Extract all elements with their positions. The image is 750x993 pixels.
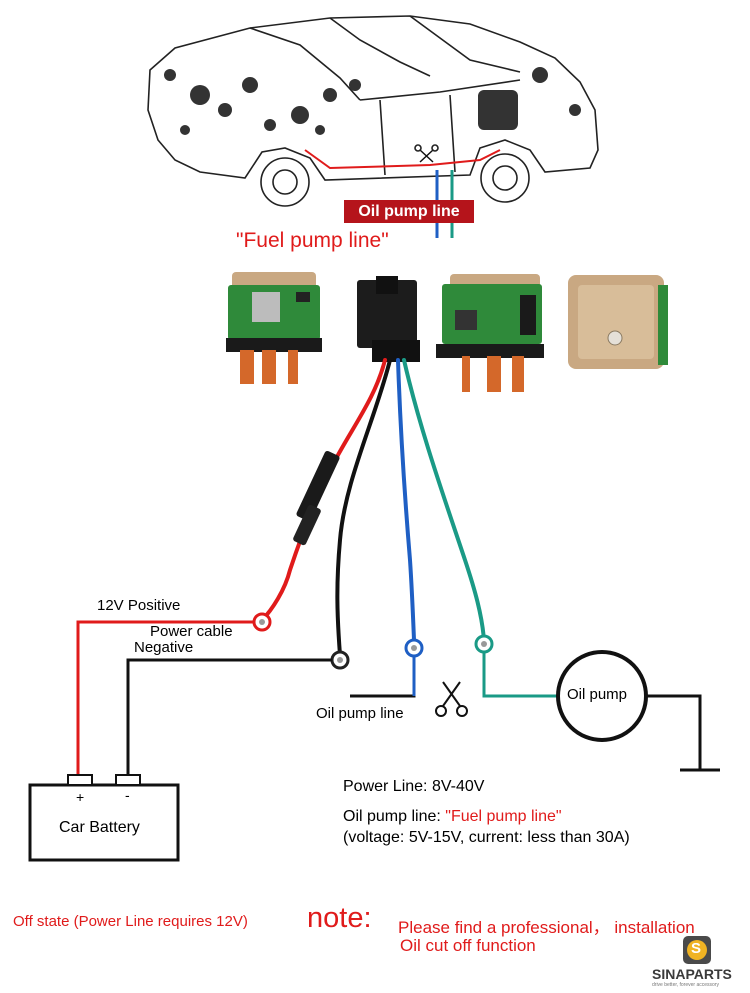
schematic-lines xyxy=(76,620,720,775)
oil-pump-line-label: Oil pump line xyxy=(316,705,404,722)
oil-line-spec: Oil pump line: "Fuel pump line" xyxy=(343,808,562,826)
off-state-note: Off state (Power Line requires 12V) xyxy=(13,913,248,930)
battery-plus-label: + xyxy=(76,789,85,805)
car-battery xyxy=(28,774,180,862)
brand-logo-icon xyxy=(683,936,711,964)
relay-module-pcb-left xyxy=(226,272,322,384)
voltage-current-spec: (voltage: 5V-15V, current: less than 30A… xyxy=(343,829,630,846)
oil-pump-line-banner: Oil pump line xyxy=(344,200,474,223)
note-line-1: Please find a professional， installation xyxy=(398,918,695,937)
relay-module-black-housing xyxy=(357,276,420,362)
power-cable-label: Power cable xyxy=(150,623,233,640)
relay-module-pcb-right xyxy=(436,274,544,392)
note-heading: note: xyxy=(307,902,372,934)
note-line-2: Oil cut off function xyxy=(400,936,536,955)
inline-fuse xyxy=(293,450,340,546)
oil-line-spec-highlight: "Fuel pump line" xyxy=(445,808,562,825)
oil-pump-circle xyxy=(556,650,648,742)
battery-minus-label: - xyxy=(125,787,130,803)
gps-antenna xyxy=(568,275,668,369)
positive-label: 12V Positive xyxy=(97,597,181,614)
ring-terminals xyxy=(252,612,494,670)
brand-name: SINAPARTS xyxy=(652,966,732,982)
scissors-icon xyxy=(435,681,468,717)
brand-tagline: drive better, forever accessory xyxy=(652,982,719,988)
negative-label: Negative xyxy=(134,639,194,656)
oil-line-spec-prefix: Oil pump line: xyxy=(343,808,446,825)
battery-label: Car Battery xyxy=(59,819,140,836)
wire-harness xyxy=(260,358,486,657)
oil-pump-label: Oil pump xyxy=(567,686,628,703)
car-illustration xyxy=(147,15,599,207)
brand-logo-letter: S xyxy=(691,940,702,957)
power-line-spec: Power Line: 8V-40V xyxy=(343,778,485,795)
fuel-pump-line-title: "Fuel pump line" xyxy=(236,229,389,252)
